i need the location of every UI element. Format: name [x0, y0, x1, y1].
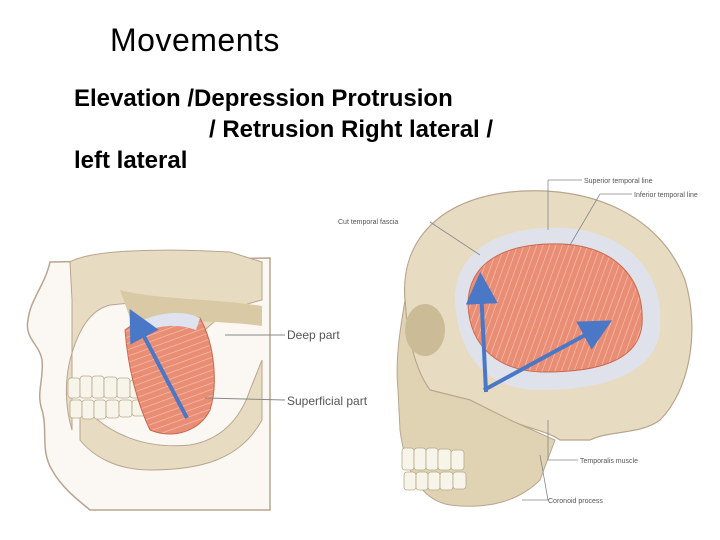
label-cut-temporal-fascia: Cut temporal fascia [338, 219, 398, 226]
movements-line-1: Elevation /Depression Protrusion [74, 85, 453, 112]
label-superior-temporal-line: Superior temporal line [584, 178, 653, 185]
label-deep-part: Deep part [287, 328, 340, 342]
arrow-up-icon [465, 272, 498, 393]
movements-line-2: / Retrusion Right lateral / [209, 116, 494, 143]
label-superficial-part: Superficial part [287, 394, 368, 408]
left-skull-figure: Deep part Superficial part [26, 249, 368, 511]
arrow-up-icon [129, 308, 189, 419]
label-coronoid-process: Coronoid process [548, 498, 603, 505]
label-inferior-temporal-line: Inferior temporal line [634, 192, 698, 199]
mandible [79, 359, 263, 471]
movements-line-3: left lateral [74, 147, 188, 174]
right-teeth [401, 447, 467, 491]
arrow-diagonal-icon [483, 320, 613, 392]
orbit [405, 304, 445, 356]
slide-title: Movements [110, 22, 280, 58]
lower-teeth [69, 399, 146, 420]
right-skull-figure: Superior temporal line Inferior temporal… [338, 178, 698, 507]
upper-teeth [67, 375, 144, 399]
movements-text: Elevation /Depression Protrusion / Retru… [74, 83, 574, 176]
label-temporalis-muscle: Temporalis muscle [580, 458, 638, 465]
